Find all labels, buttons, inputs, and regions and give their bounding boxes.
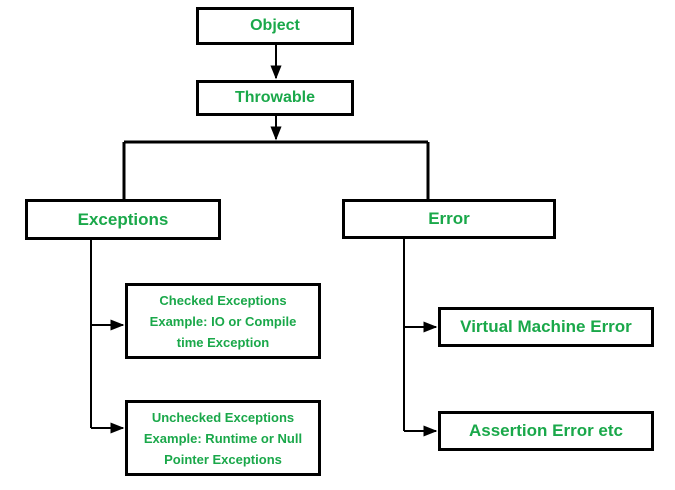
assertion-error-box: Assertion Error etc <box>438 411 654 451</box>
checked-line-2: Example: IO or Compile <box>149 313 297 329</box>
unchecked-line-3: Pointer Exceptions <box>164 451 282 467</box>
checked-exceptions-box: Checked Exceptions Example: IO or Compil… <box>125 283 321 359</box>
object-label: Object <box>250 17 300 34</box>
throwable-box: Throwable <box>196 80 354 116</box>
exceptions-label: Exceptions <box>77 209 169 229</box>
error-label: Error <box>428 209 470 228</box>
throwable-label: Throwable <box>234 89 315 106</box>
error-box: Error <box>342 199 556 239</box>
checked-line-3: time Exception <box>176 334 270 350</box>
virtual-machine-error-box: Virtual Machine Error <box>438 307 654 347</box>
vme-label: Virtual Machine Error <box>460 317 632 336</box>
unchecked-line-2: Example: Runtime or Null <box>143 430 303 446</box>
checked-line-1: Checked Exceptions <box>159 292 287 308</box>
exceptions-box: Exceptions <box>25 199 221 240</box>
unchecked-line-1: Unchecked Exceptions <box>151 409 295 425</box>
assertion-label: Assertion Error etc <box>469 421 623 440</box>
object-box: Object <box>196 7 354 45</box>
unchecked-exceptions-box: Unchecked Exceptions Example: Runtime or… <box>125 400 321 476</box>
